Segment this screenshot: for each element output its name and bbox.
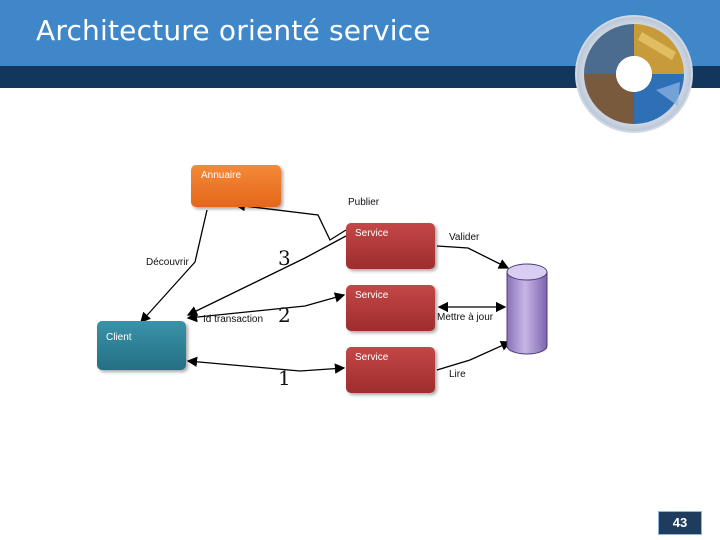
label-mettre-a-jour: Mettre à jour <box>437 312 494 323</box>
step-number-1: 1 <box>278 366 291 390</box>
arrow-step-3 <box>186 235 347 316</box>
label-publier: Publier <box>348 197 380 208</box>
arrow-decouvrir <box>140 209 208 323</box>
label-id-transaction: Id transaction <box>203 314 264 325</box>
service-box-bottom: Service <box>346 347 435 393</box>
arrow-lire <box>436 340 512 371</box>
page-number: 43 <box>658 511 702 535</box>
database-icon <box>506 263 548 355</box>
arrow-publier <box>234 200 347 241</box>
service-label-middle: Service <box>355 290 389 301</box>
label-valider: Valider <box>449 232 480 243</box>
annuaire-label: Annuaire <box>201 170 242 181</box>
label-lire: Lire <box>449 369 466 380</box>
arrow-step-2 <box>186 292 346 323</box>
service-label-bottom: Service <box>355 352 389 363</box>
step-number-2: 2 <box>278 303 291 327</box>
service-box-top: Service <box>346 223 435 269</box>
client-label: Client <box>106 332 132 343</box>
client-box: Client <box>97 321 186 370</box>
arrow-valider <box>436 245 510 269</box>
service-label-top: Service <box>355 228 389 239</box>
annuaire-box: Annuaire <box>191 165 281 207</box>
step-number-3: 3 <box>278 246 291 270</box>
service-box-middle: Service <box>346 285 435 331</box>
title-strip <box>0 66 720 88</box>
globe-logo-icon <box>575 15 693 133</box>
arrow-step-1 <box>186 356 346 374</box>
label-decouvrir: Découvrir <box>146 257 189 268</box>
slide-title: Architecture orienté service <box>36 14 431 47</box>
